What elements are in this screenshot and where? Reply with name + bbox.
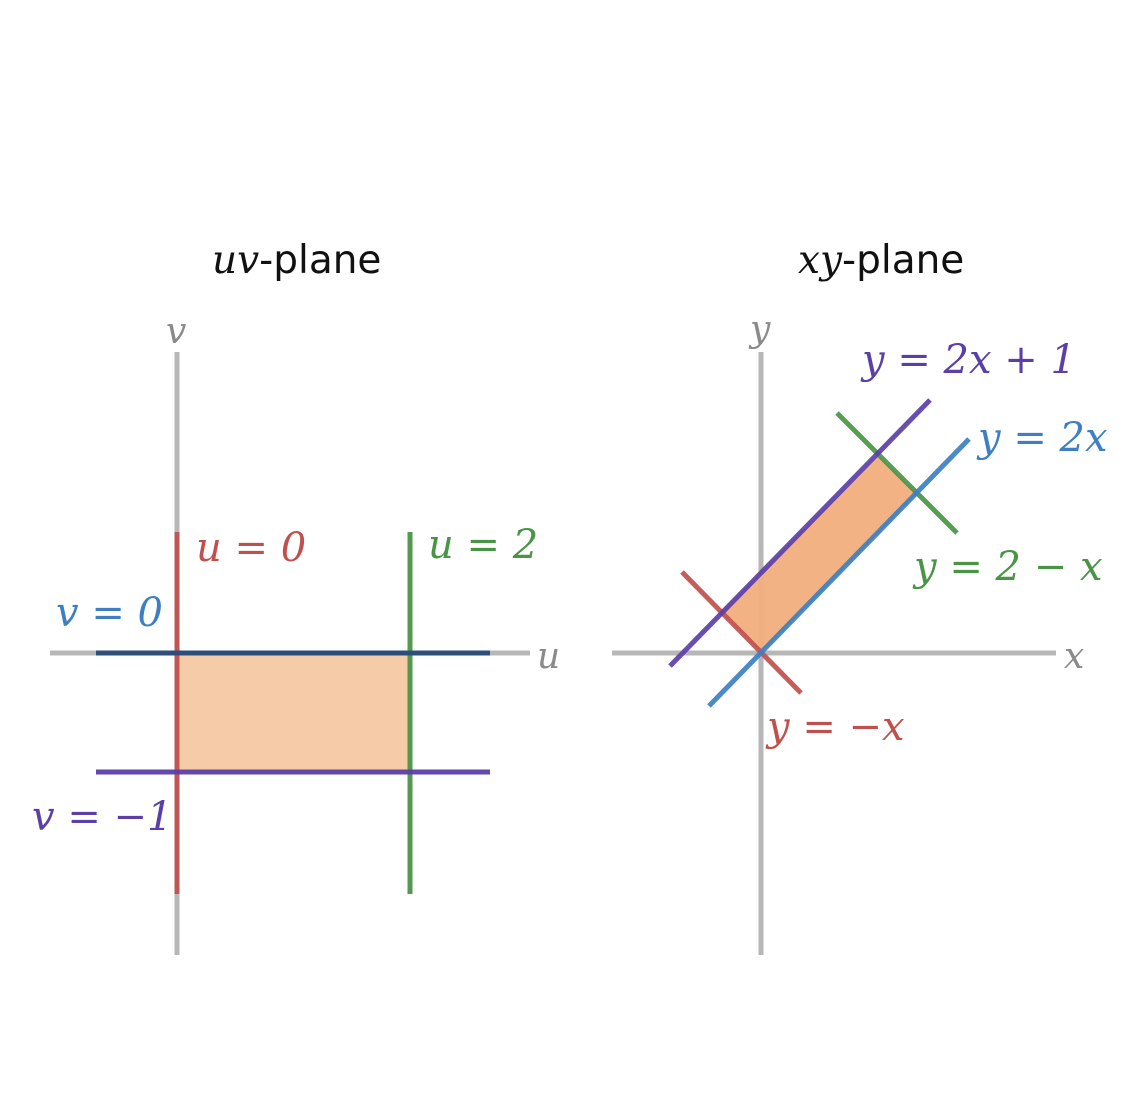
v-axis-label: v bbox=[166, 311, 186, 352]
line-y-minus-x bbox=[680, 570, 803, 695]
label-y-2-minus-x: y = 2 − x bbox=[912, 544, 1103, 590]
line-y-2-minus-x bbox=[835, 411, 959, 535]
xy-plane: x y y = 2x + 1 y = 2x y = 2 − x y = −x bbox=[612, 309, 1108, 955]
line-y-2x-plus-1 bbox=[668, 398, 932, 668]
uv-plane-title-var: uv bbox=[212, 238, 260, 283]
xy-region bbox=[722, 456, 917, 653]
label-u-0: u = 0 bbox=[196, 525, 306, 571]
y-axis-label: y bbox=[748, 309, 771, 350]
xy-plane-title: xy-plane bbox=[798, 236, 964, 286]
x-axis-label: x bbox=[1064, 636, 1084, 677]
line-y-2x bbox=[707, 437, 971, 708]
uv-plane: u v u = 0 u = 2 v = 0 v = −1 bbox=[32, 311, 560, 955]
xy-plane-title-var: xy bbox=[798, 238, 843, 283]
label-v-minus-1: v = −1 bbox=[32, 794, 173, 840]
uv-plane-title-suffix: -plane bbox=[259, 238, 382, 283]
uv-plane-title: uv-plane bbox=[212, 236, 381, 286]
u-axis-label: u bbox=[537, 636, 560, 677]
uv-region bbox=[177, 653, 410, 772]
label-u-2: u = 2 bbox=[428, 522, 538, 568]
label-y-minus-x: y = −x bbox=[765, 704, 905, 750]
label-v-0: v = 0 bbox=[56, 590, 163, 636]
label-y-2x: y = 2x bbox=[976, 415, 1108, 461]
xy-plane-title-suffix: -plane bbox=[842, 238, 965, 283]
label-y-2x-plus-1: y = 2x + 1 bbox=[860, 337, 1076, 383]
